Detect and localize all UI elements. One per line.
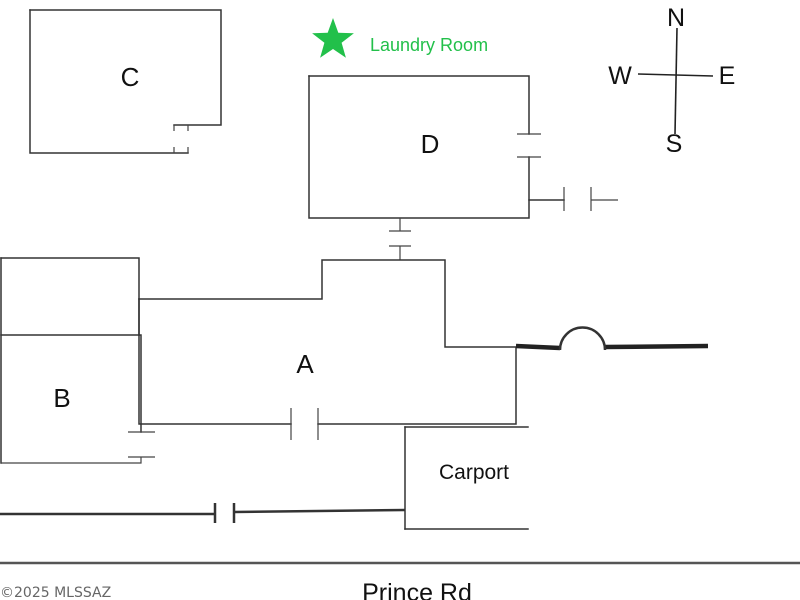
compass-south-label: S xyxy=(666,130,683,158)
compass-rose: N S W E xyxy=(608,4,735,158)
room-label-a: A xyxy=(296,349,314,379)
room-label-b: B xyxy=(53,383,70,413)
driveway-wall xyxy=(0,503,406,523)
laundry-legend: Laundry Room xyxy=(312,18,488,58)
room-label-carport: Carport xyxy=(439,461,509,484)
compass-east-label: E xyxy=(719,62,736,90)
room-label-d: D xyxy=(421,129,440,159)
star-icon xyxy=(312,18,354,58)
breezeway xyxy=(389,218,411,260)
building-c xyxy=(29,9,222,154)
building-d xyxy=(308,75,618,219)
carport-structure xyxy=(404,426,529,530)
building-a xyxy=(138,259,517,440)
copyright-notice: ©2025 MLSSAZ xyxy=(0,585,111,600)
room-label-c: C xyxy=(121,62,140,92)
building-b xyxy=(0,257,155,464)
compass-west-label: W xyxy=(608,62,632,90)
legend-label: Laundry Room xyxy=(370,35,488,55)
street-name: Prince Rd xyxy=(362,579,472,600)
compass-north-label: N xyxy=(667,4,685,32)
gate-wall xyxy=(515,326,709,351)
